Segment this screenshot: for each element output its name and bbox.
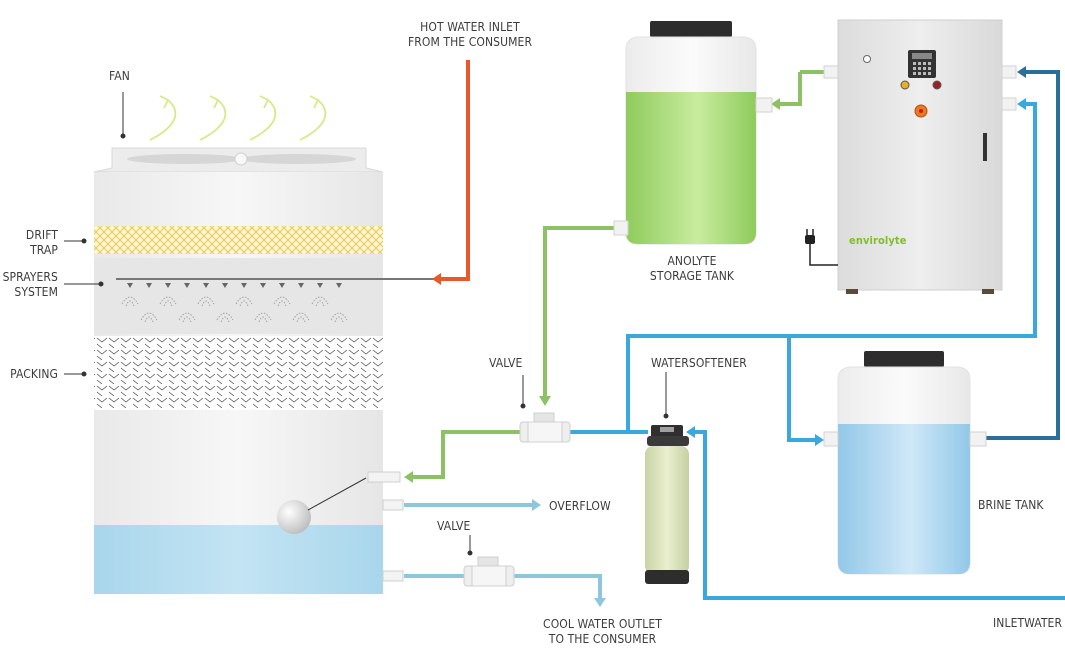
sprayer-nozzles — [121, 283, 348, 323]
sprayer-nozzle-icon — [203, 283, 209, 288]
indicator-light — [863, 55, 871, 63]
inlet-arrow-cabinet — [1017, 98, 1026, 110]
sprayer-nozzle-icon — [184, 283, 190, 288]
yellow-button-icon — [900, 80, 910, 90]
fan-blades-icon — [127, 152, 356, 166]
overflow-arrow — [532, 499, 541, 511]
watersoftener-label: WATERSOFTENER — [651, 356, 747, 370]
sprayer-nozzle-icon — [279, 283, 285, 288]
red-button-icon — [932, 80, 942, 90]
envirolyte-cabinet — [805, 19, 1017, 294]
fan-label: FAN — [109, 69, 130, 83]
anolyte-arrow-down — [539, 396, 551, 406]
overflow-stub — [382, 499, 404, 511]
brine-tank-label: BRINE TANK — [978, 498, 1044, 512]
sprayer-nozzle-icon — [298, 283, 304, 288]
brine-tank — [823, 351, 987, 575]
brine-pipe — [984, 70, 1060, 440]
spray-droplets-icon — [254, 312, 272, 323]
spray-droplets-icon — [311, 296, 329, 307]
valve-top — [519, 412, 571, 443]
spray-droplets-icon — [140, 312, 158, 323]
anolyte-inlet-stub — [367, 471, 401, 483]
outlet-stub — [382, 570, 404, 582]
leader-lines — [64, 92, 669, 556]
brine-arrow-cabinet — [1017, 66, 1026, 78]
hot-water-pipe — [432, 60, 470, 285]
spray-droplets-icon — [330, 312, 348, 323]
valve-bottom — [463, 556, 515, 587]
sprayer-nozzle-icon — [260, 283, 266, 288]
valve-bottom-label: VALVE — [437, 519, 471, 533]
spray-droplets-icon — [178, 312, 196, 323]
envirolyte-logo: envirolyte — [849, 234, 907, 247]
spray-droplets-icon — [216, 312, 234, 323]
sprayer-nozzle-icon — [241, 283, 247, 288]
anolyte-pipe — [412, 70, 836, 479]
inlet-arrow-brine — [815, 434, 824, 446]
overflow-label: OVERFLOW — [549, 499, 611, 513]
inlet-water-label: INLETWATER — [993, 616, 1063, 630]
anolyte-arrow-left — [404, 471, 413, 483]
sprayer-nozzle-icon — [165, 283, 171, 288]
sprayer-nozzle-icon — [336, 283, 342, 288]
sprayer-nozzle-icon — [146, 283, 152, 288]
sprayer-nozzle-icon — [127, 283, 133, 288]
outlet-arrow — [594, 598, 606, 607]
sprayer-nozzle-icon — [222, 283, 228, 288]
spray-droplets-icon — [121, 296, 139, 307]
inlet-arrow-softener — [686, 426, 695, 438]
anolyte-arrow-tank — [771, 98, 780, 110]
power-plug-icon — [805, 229, 838, 266]
airflow-arrows-icon — [149, 95, 327, 141]
spray-zone — [94, 258, 383, 334]
door-handle — [983, 133, 987, 161]
float-ball — [277, 500, 311, 534]
valve-top-label: VALVE — [489, 356, 523, 370]
packing-label: PACKING — [10, 367, 58, 381]
inlet-water-pipe — [570, 102, 1065, 600]
drift-trap-layer — [94, 226, 383, 254]
anolyte-storage-tank — [613, 21, 773, 245]
spray-droplets-icon — [197, 296, 215, 307]
sprayer-nozzle-icon — [317, 283, 323, 288]
packing-layer — [94, 336, 383, 410]
spray-droplets-icon — [273, 296, 291, 307]
water-softener — [645, 425, 689, 584]
cooling-tower — [93, 95, 438, 594]
spray-droplets-icon — [292, 312, 310, 323]
spray-droplets-icon — [159, 296, 177, 307]
spray-droplets-icon — [235, 296, 253, 307]
tower-water-basin — [94, 525, 383, 594]
